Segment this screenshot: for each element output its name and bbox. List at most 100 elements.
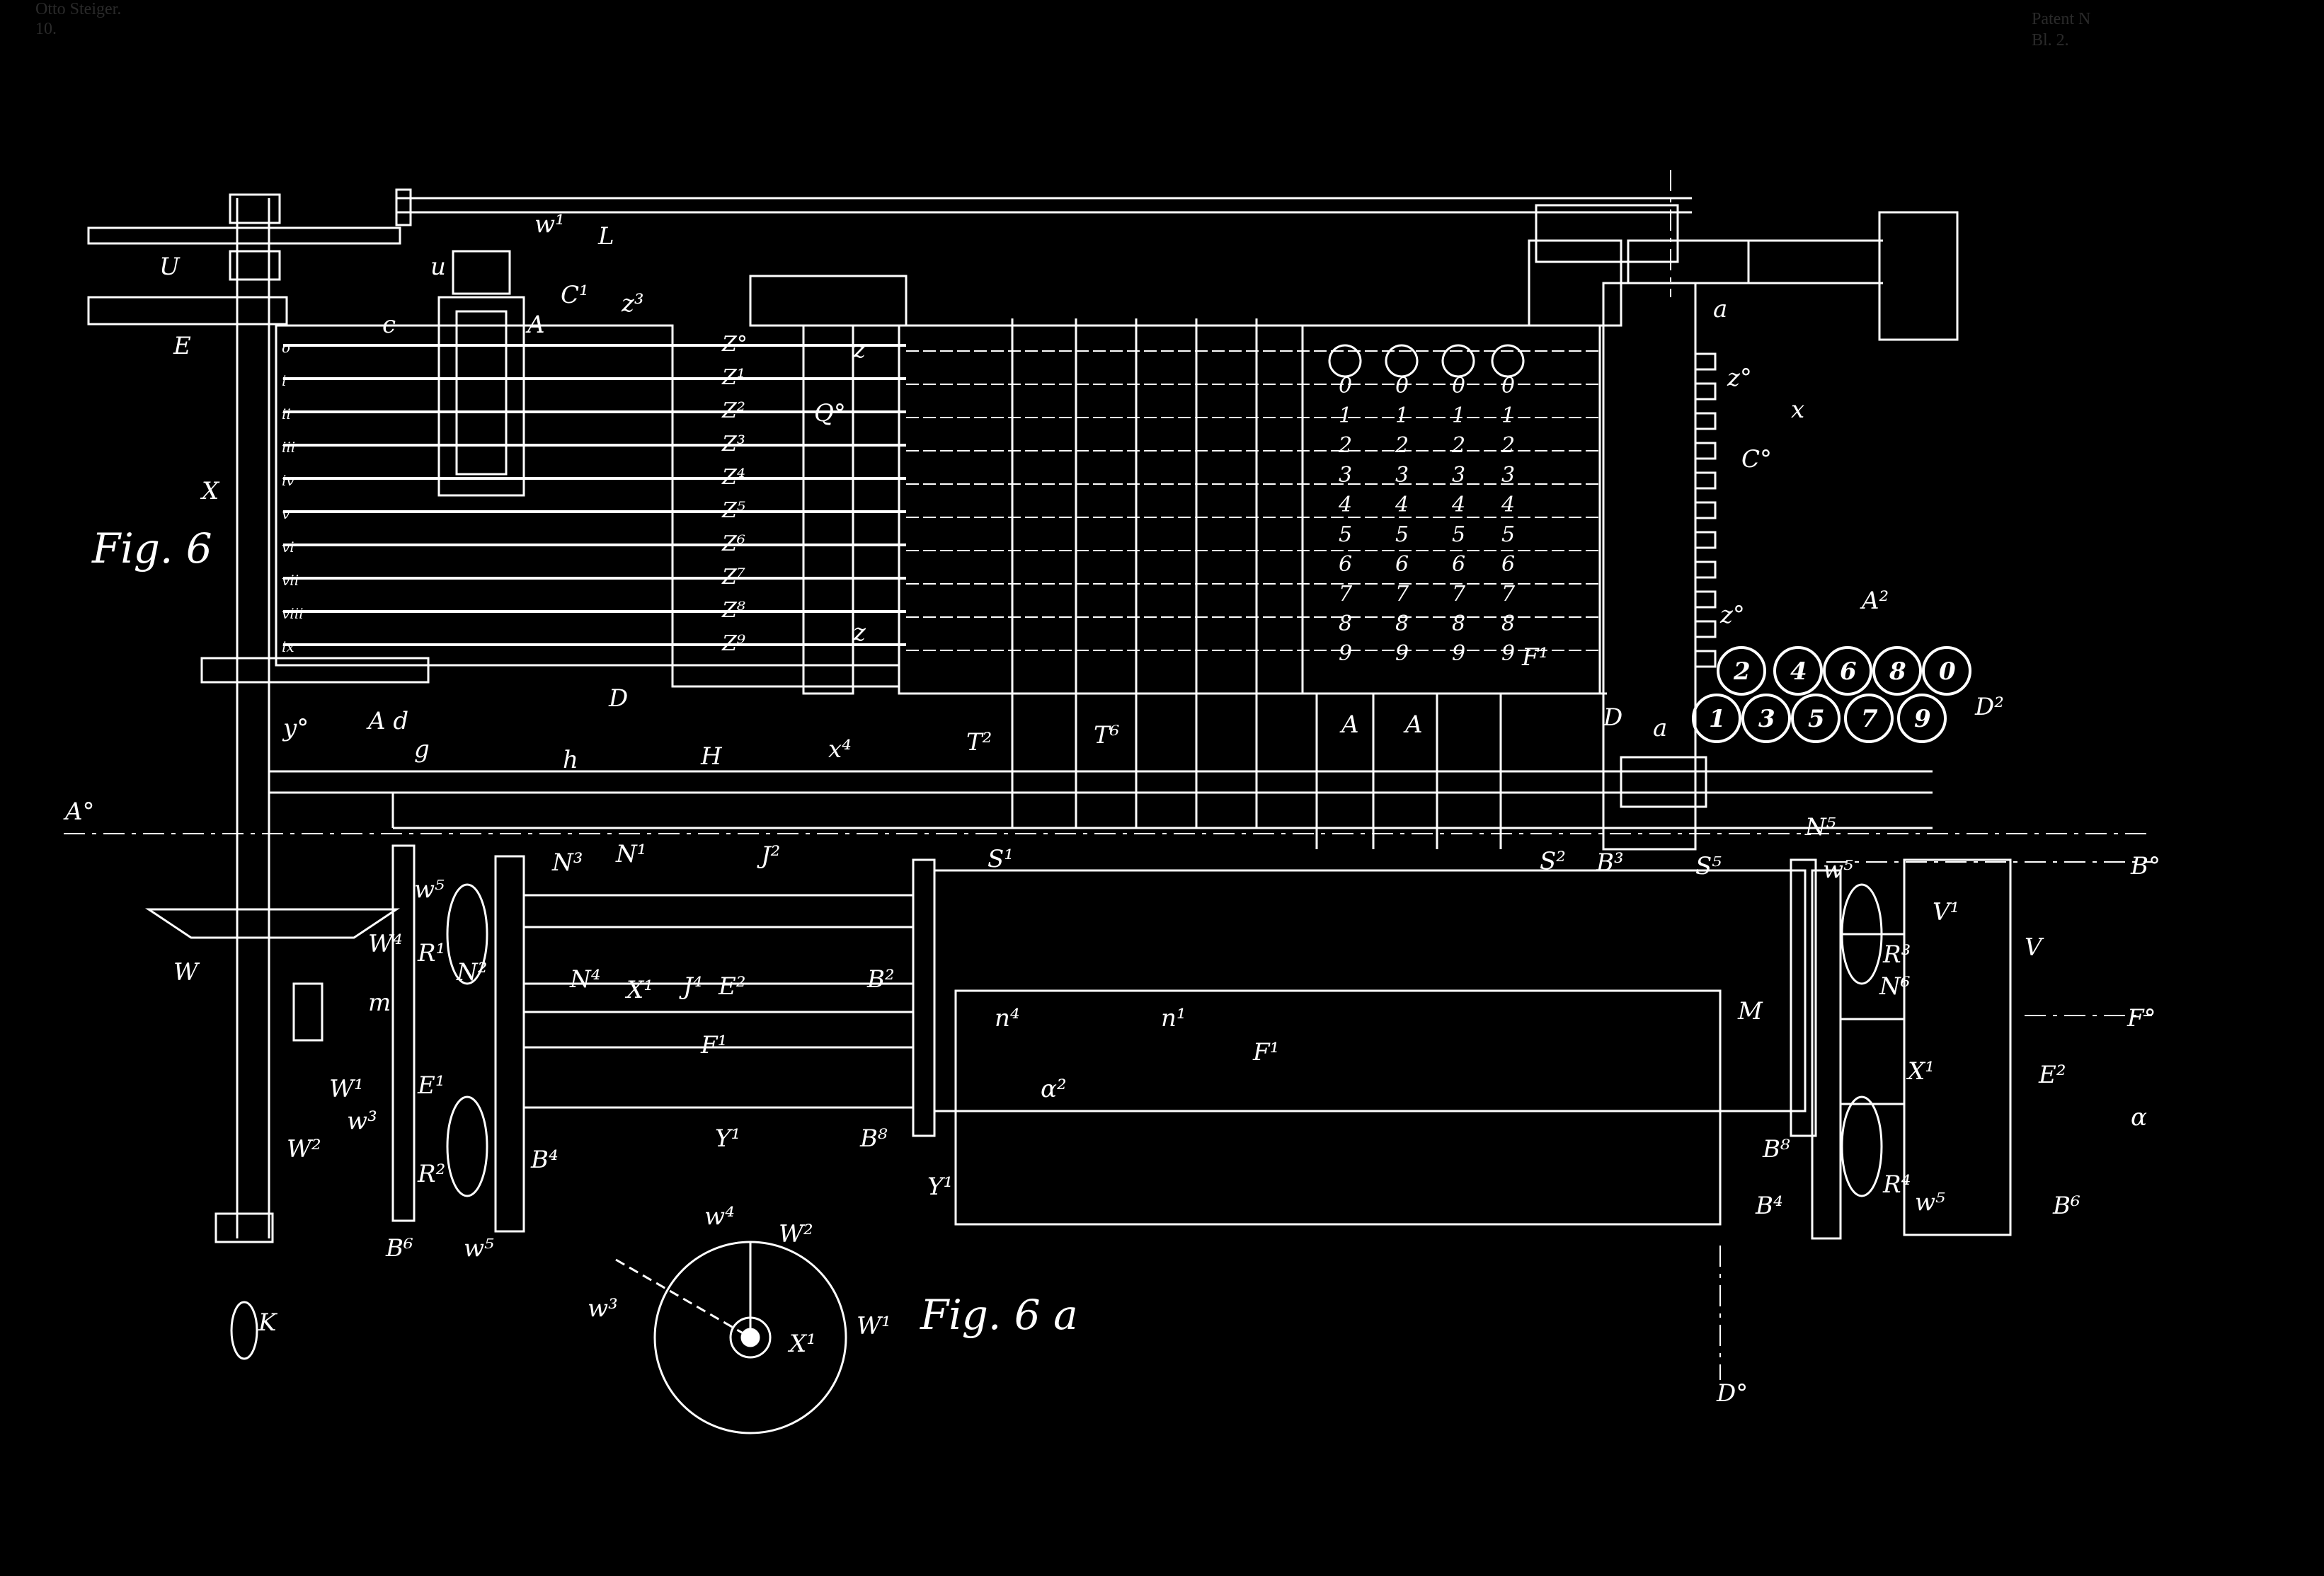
label-w5-left: w⁵: [414, 875, 445, 904]
drum-frame: [933, 869, 1807, 1112]
label-w5-low: w⁵: [1915, 1188, 1945, 1216]
row-numeral: vi: [282, 539, 294, 556]
top-rail-block: [1535, 204, 1679, 263]
counter-wheel-upper: [1922, 646, 1971, 696]
label-h: H: [700, 742, 723, 771]
z-row-label: Z⁶: [721, 531, 745, 556]
q-base: [671, 664, 900, 688]
row-numeral: ii: [282, 405, 291, 422]
label-w2: W²: [287, 1135, 321, 1163]
digit-mark: 3: [1501, 463, 1515, 488]
label-b8-left: B⁸: [859, 1125, 888, 1153]
label-r2: R²: [417, 1160, 445, 1188]
digit-mark: 9: [1501, 641, 1515, 666]
z-row-label: Z⁹: [721, 631, 745, 656]
housing-v: [1903, 858, 2012, 1236]
label-n1: N¹: [615, 840, 646, 868]
digit-mark: 0: [1339, 374, 1352, 398]
comb-tooth: [1694, 442, 1717, 460]
key-cap: [1385, 344, 1419, 378]
counter-wheel-lower: [1791, 694, 1841, 743]
shaft-collar-mid: [229, 250, 281, 281]
z-row-label: Z⁵: [721, 498, 745, 523]
row-numeral: viii: [282, 605, 304, 622]
label-a0: A°: [63, 798, 95, 826]
label-e2: E²: [718, 972, 745, 1001]
label-m-right: M: [1737, 997, 1763, 1025]
counter-digit-upper: 0: [1939, 657, 1956, 686]
digit-mark: 8: [1395, 611, 1409, 636]
digit-mark: 5: [1452, 522, 1465, 547]
row-numeral: iii: [282, 439, 295, 456]
label-c0: C°: [1741, 445, 1772, 473]
figure-title-main: Fig. 6: [91, 524, 212, 573]
label-e2-right: E²: [2038, 1061, 2066, 1089]
plate-b4-left: [494, 855, 525, 1233]
row-numeral: iv: [282, 472, 294, 489]
label-j4: J⁴: [679, 972, 702, 1001]
carriage-a-inner: [455, 310, 508, 476]
reference-letters: U E X w¹ L u C¹ c A z³ Q° a z° x C° z° A…: [63, 210, 2160, 1408]
label-w5-bottom: w⁵: [464, 1234, 494, 1262]
digit-mark: 4: [1338, 493, 1352, 517]
label-a2: A²: [1860, 587, 1889, 615]
label-r3: R³: [1882, 941, 1911, 969]
counter-wheel-lower: [1692, 694, 1741, 743]
key-cap: [1328, 344, 1362, 378]
bevel-gear-w: [145, 908, 400, 939]
digit-mark: 7: [1339, 582, 1353, 606]
label-u-small: u: [430, 253, 446, 281]
label-a: A: [525, 311, 545, 339]
digit-mark: 3: [1339, 463, 1352, 488]
label-v: V: [2025, 933, 2044, 962]
pulley-r3: [1841, 883, 1883, 985]
label-f1-left: F¹: [700, 1031, 727, 1059]
label-alpha: α: [2131, 1103, 2147, 1132]
figure-title-detail: Fig. 6 a: [920, 1291, 1078, 1339]
label-w1-big: W¹: [329, 1075, 364, 1103]
label-n5: N⁵: [1804, 813, 1836, 841]
plate-b6-left: [391, 844, 416, 1222]
label-t6: T⁶: [1094, 721, 1119, 749]
label-n6: N⁶: [1879, 972, 1910, 1001]
comb-tooth: [1694, 352, 1717, 371]
digit-mark: 6: [1501, 552, 1515, 577]
label-b6-right: B⁶: [2052, 1192, 2080, 1220]
digit-mark: 4: [1395, 493, 1409, 517]
label-y1-left: Y¹: [715, 1125, 740, 1153]
label-b6-left: B⁶: [385, 1234, 413, 1262]
counter-digit-lower: 1: [1709, 705, 1726, 733]
plate-b8-left: [912, 858, 936, 1137]
digit-mark: 9: [1339, 641, 1352, 666]
z-row-label: Z¹: [721, 365, 745, 390]
digit-mark: 7: [1501, 582, 1516, 606]
label-d2: D²: [1974, 693, 2004, 721]
label-c: c: [382, 311, 396, 339]
comb-tooth: [1694, 412, 1717, 430]
pulley-r2: [446, 1095, 488, 1197]
comb-tooth: [1694, 531, 1717, 549]
comb-tooth: [1694, 650, 1717, 668]
counter-wheel-lower: [1741, 694, 1791, 743]
comb-tooth: [1694, 620, 1717, 638]
label-n4-small: n⁴: [995, 1004, 1020, 1033]
rod-e: [87, 296, 288, 326]
counter-wheel-upper: [1773, 646, 1823, 696]
z-row-label: Z⁷: [721, 565, 745, 589]
row-numeral: v: [282, 505, 290, 522]
counter-digit-lower: 3: [1758, 705, 1775, 733]
label-d0: D°: [1716, 1379, 1748, 1408]
label-a1-left: A: [1339, 711, 1359, 739]
label-a-d: A d: [366, 707, 408, 735]
digit-mark: 0: [1395, 374, 1409, 398]
rack-u: [87, 226, 401, 245]
right-bracket: [1878, 211, 1959, 341]
right-column: [1602, 282, 1697, 851]
label-z-top: z: [852, 335, 866, 364]
plate-b4-right: [1811, 869, 1842, 1240]
header-author: Otto Steiger.: [35, 0, 122, 18]
